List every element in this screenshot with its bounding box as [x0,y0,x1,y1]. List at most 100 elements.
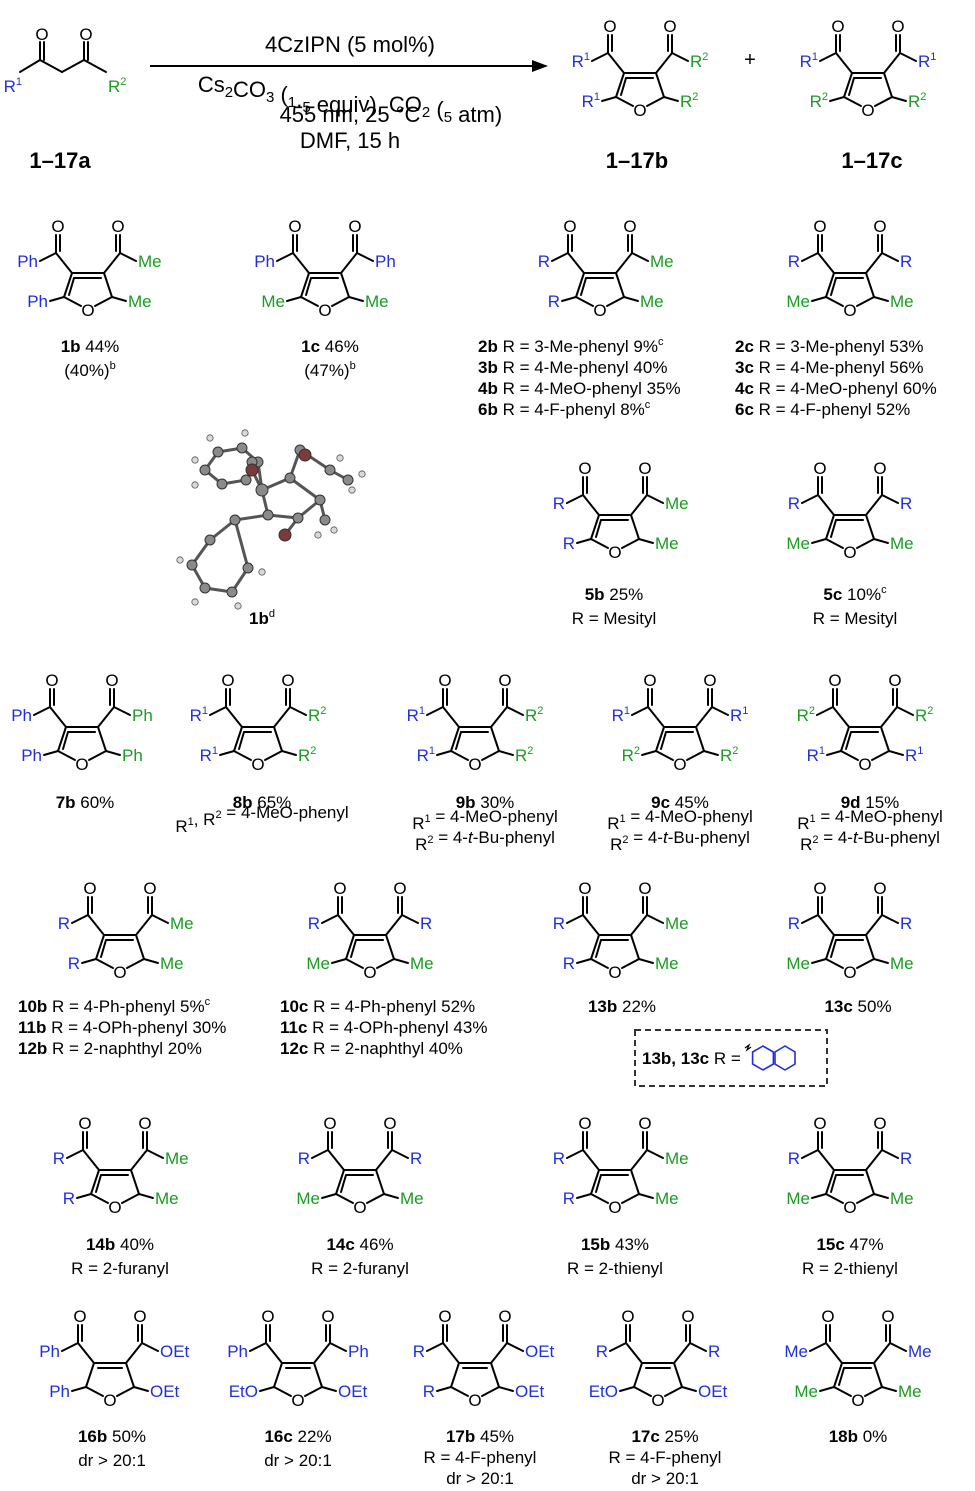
substituent-top-left: R [553,494,565,513]
substituent-top-right: R2 [690,51,708,71]
substituent-top-left: R [298,1149,310,1168]
substituent-bottom-left: R [423,1382,435,1401]
substituent-bottom-right: Me [655,1189,679,1208]
substituent-bottom-right: Me [410,954,434,973]
substituent-bottom-right: OEt [150,1382,180,1401]
substituent-top-left: R [53,1149,65,1168]
crystal-atom [262,509,274,521]
substituent-bottom-left: R1 [200,745,218,765]
substituent-bottom-right: Me [890,292,914,311]
substituent-bottom-left: R [563,1189,575,1208]
ring-oxygen: O [108,1198,121,1217]
carbonyl-oxygen: O [638,879,651,898]
crystal-atom [199,582,211,594]
compound-caption: 2c R = 3-Me-phenyl 53% [735,337,924,356]
ring-oxygen: O [291,1391,304,1410]
carbonyl-oxygen: O [133,1307,146,1326]
substituent-top-right: R1 [730,705,748,725]
carbonyl-oxygen: O [881,1307,894,1326]
carbonyl-oxygen: O [45,671,58,690]
ring-oxygen: O [608,543,621,562]
carbonyl-oxygen: O [383,1114,396,1133]
compound-caption: 15c 47% [816,1235,883,1254]
compound-caption: R1 = 4-MeO-phenyl [797,807,943,833]
crystal-atom [255,483,269,497]
carbonyl-oxygen: O [578,1114,591,1133]
substituent-bottom-right: OEt [515,1382,545,1401]
crystal-hydrogen [241,429,249,437]
compound-caption: 4c R = 4-MeO-phenyl 60% [735,379,937,398]
carbonyl-oxygen: O [703,671,716,690]
carbonyl-oxygen: O [438,1307,451,1326]
compound-caption: dr > 20:1 [78,1451,146,1470]
crystal-hydrogen [234,602,242,610]
compound-caption: R = 2-furanyl [311,1259,409,1278]
crystal-atom [236,442,248,454]
crystal-atom [226,586,238,598]
substituent-bottom-right: R2 [680,91,698,111]
substituent-top-right: Me [138,252,162,271]
crystal-hydrogen [191,456,199,464]
carbonyl-oxygen: O [498,671,511,690]
carbonyl-oxygen: O [281,671,294,690]
substituent-bottom-left: R [563,534,575,553]
crystal-atom [292,512,304,524]
substituent-top-left: R [308,914,320,933]
compound-caption: 7b 60% [56,793,115,812]
substituent-bottom-left: Me [786,534,810,553]
carbonyl-oxygen: O [105,671,118,690]
ring-oxygen: O [843,1198,856,1217]
substituent-top-right: OEt [160,1342,190,1361]
crystal-atom [199,464,211,476]
substituent-bottom-right: Me [655,954,679,973]
ring-oxygen: O [843,543,856,562]
compound-caption: 4b R = 4-MeO-phenyl 35% [478,379,681,398]
compound-caption: 16b 50% [78,1427,146,1446]
ring-oxygen: O [843,301,856,320]
compound-caption: 9d 15% [841,793,900,812]
crystal-atom [324,464,336,476]
substituent-bottom-left: Me [786,954,810,973]
substituent-bottom-right: R2 [908,91,926,111]
carbonyl-oxygen: O [111,217,124,236]
carbonyl-oxygen: O [138,1114,151,1133]
substituent-top-right: Me [170,914,194,933]
substituent-bottom-left: R [63,1189,75,1208]
substituent-top-right: R [900,914,912,933]
substituent-bottom-right: Me [640,292,664,311]
compound-caption: 1c 46% [301,337,359,356]
plus-sign: + [744,49,756,71]
compound-caption: 17c 25% [631,1427,698,1446]
crystal-bond [234,513,269,522]
arrow-head [532,60,548,72]
carbonyl-oxygen: O [638,1114,651,1133]
compound-caption: R = 2-furanyl [71,1259,169,1278]
benzodioxane-icon [744,1043,796,1071]
substituent-bottom-right: Me [160,954,184,973]
compound-caption: 1b 44% [61,337,120,356]
substituent-bottom-left: R1 [417,745,435,765]
ring-oxygen: O [353,1198,366,1217]
crystal-atom [186,559,198,571]
substituent-top-left: R [596,1342,608,1361]
substituent-bottom-right: Me [128,292,152,311]
compound-caption: 13c 50% [824,997,891,1016]
compound-caption: dr > 20:1 [631,1469,699,1488]
compound-caption: 10c R = 4-Ph-phenyl 52% [280,997,475,1016]
ring-oxygen: O [468,1391,481,1410]
substituent-top-right: Me [165,1149,189,1168]
substituent-bottom-right: Me [400,1189,424,1208]
compound-caption: R = Mesityl [572,609,657,628]
compound-caption: 5b 25% [585,585,644,604]
